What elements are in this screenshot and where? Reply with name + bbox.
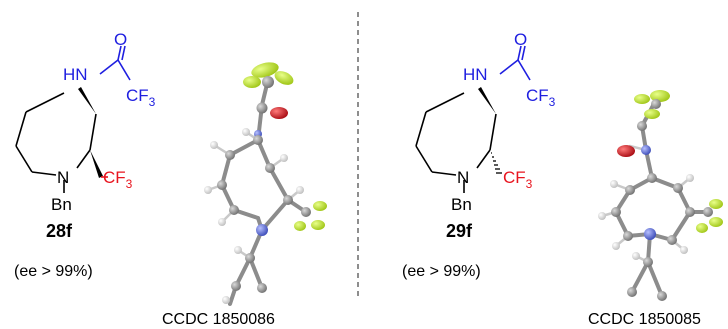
ccdc-number: CCDC 1850086	[162, 311, 275, 328]
compound-id: 29f	[446, 221, 473, 241]
ccdc-number: CCDC 1850085	[588, 311, 701, 328]
nh-label: HN	[463, 65, 488, 84]
wedge-bond	[478, 87, 496, 114]
crystal-structure-29f	[598, 90, 723, 301]
ee-text: (ee > 99%)	[402, 263, 481, 280]
oxygen-label: O	[114, 30, 127, 49]
structure-28f	[15, 87, 103, 193]
ring-nitrogen-label: N	[457, 168, 469, 187]
nh-label: HN	[63, 65, 88, 84]
panel-28f: HN O CF3 N Bn CF3 28f (ee > 99%) CCDC 18…	[14, 30, 327, 328]
wedge-bond	[90, 150, 103, 178]
oxygen-label: O	[514, 30, 527, 49]
ee-text: (ee > 99%)	[14, 263, 93, 280]
cf3-ring-label: CF3	[503, 168, 533, 191]
wedge-bond	[78, 87, 96, 114]
panel-29f: HN O CF3 N Bn CF3 29f (ee > 99%) CCDC 18…	[402, 30, 723, 328]
cf3-ring-label: CF3	[103, 168, 133, 191]
cf3-acyl-label: CF3	[526, 86, 556, 109]
ring-nitrogen-label: N	[57, 168, 69, 187]
hashed-bond	[491, 152, 502, 174]
compound-id: 28f	[46, 221, 73, 241]
benzyl-label: Bn	[451, 195, 472, 214]
benzyl-label: Bn	[51, 195, 72, 214]
crystal-structure-28f	[204, 62, 327, 306]
cf3-acyl-label: CF3	[126, 86, 156, 109]
